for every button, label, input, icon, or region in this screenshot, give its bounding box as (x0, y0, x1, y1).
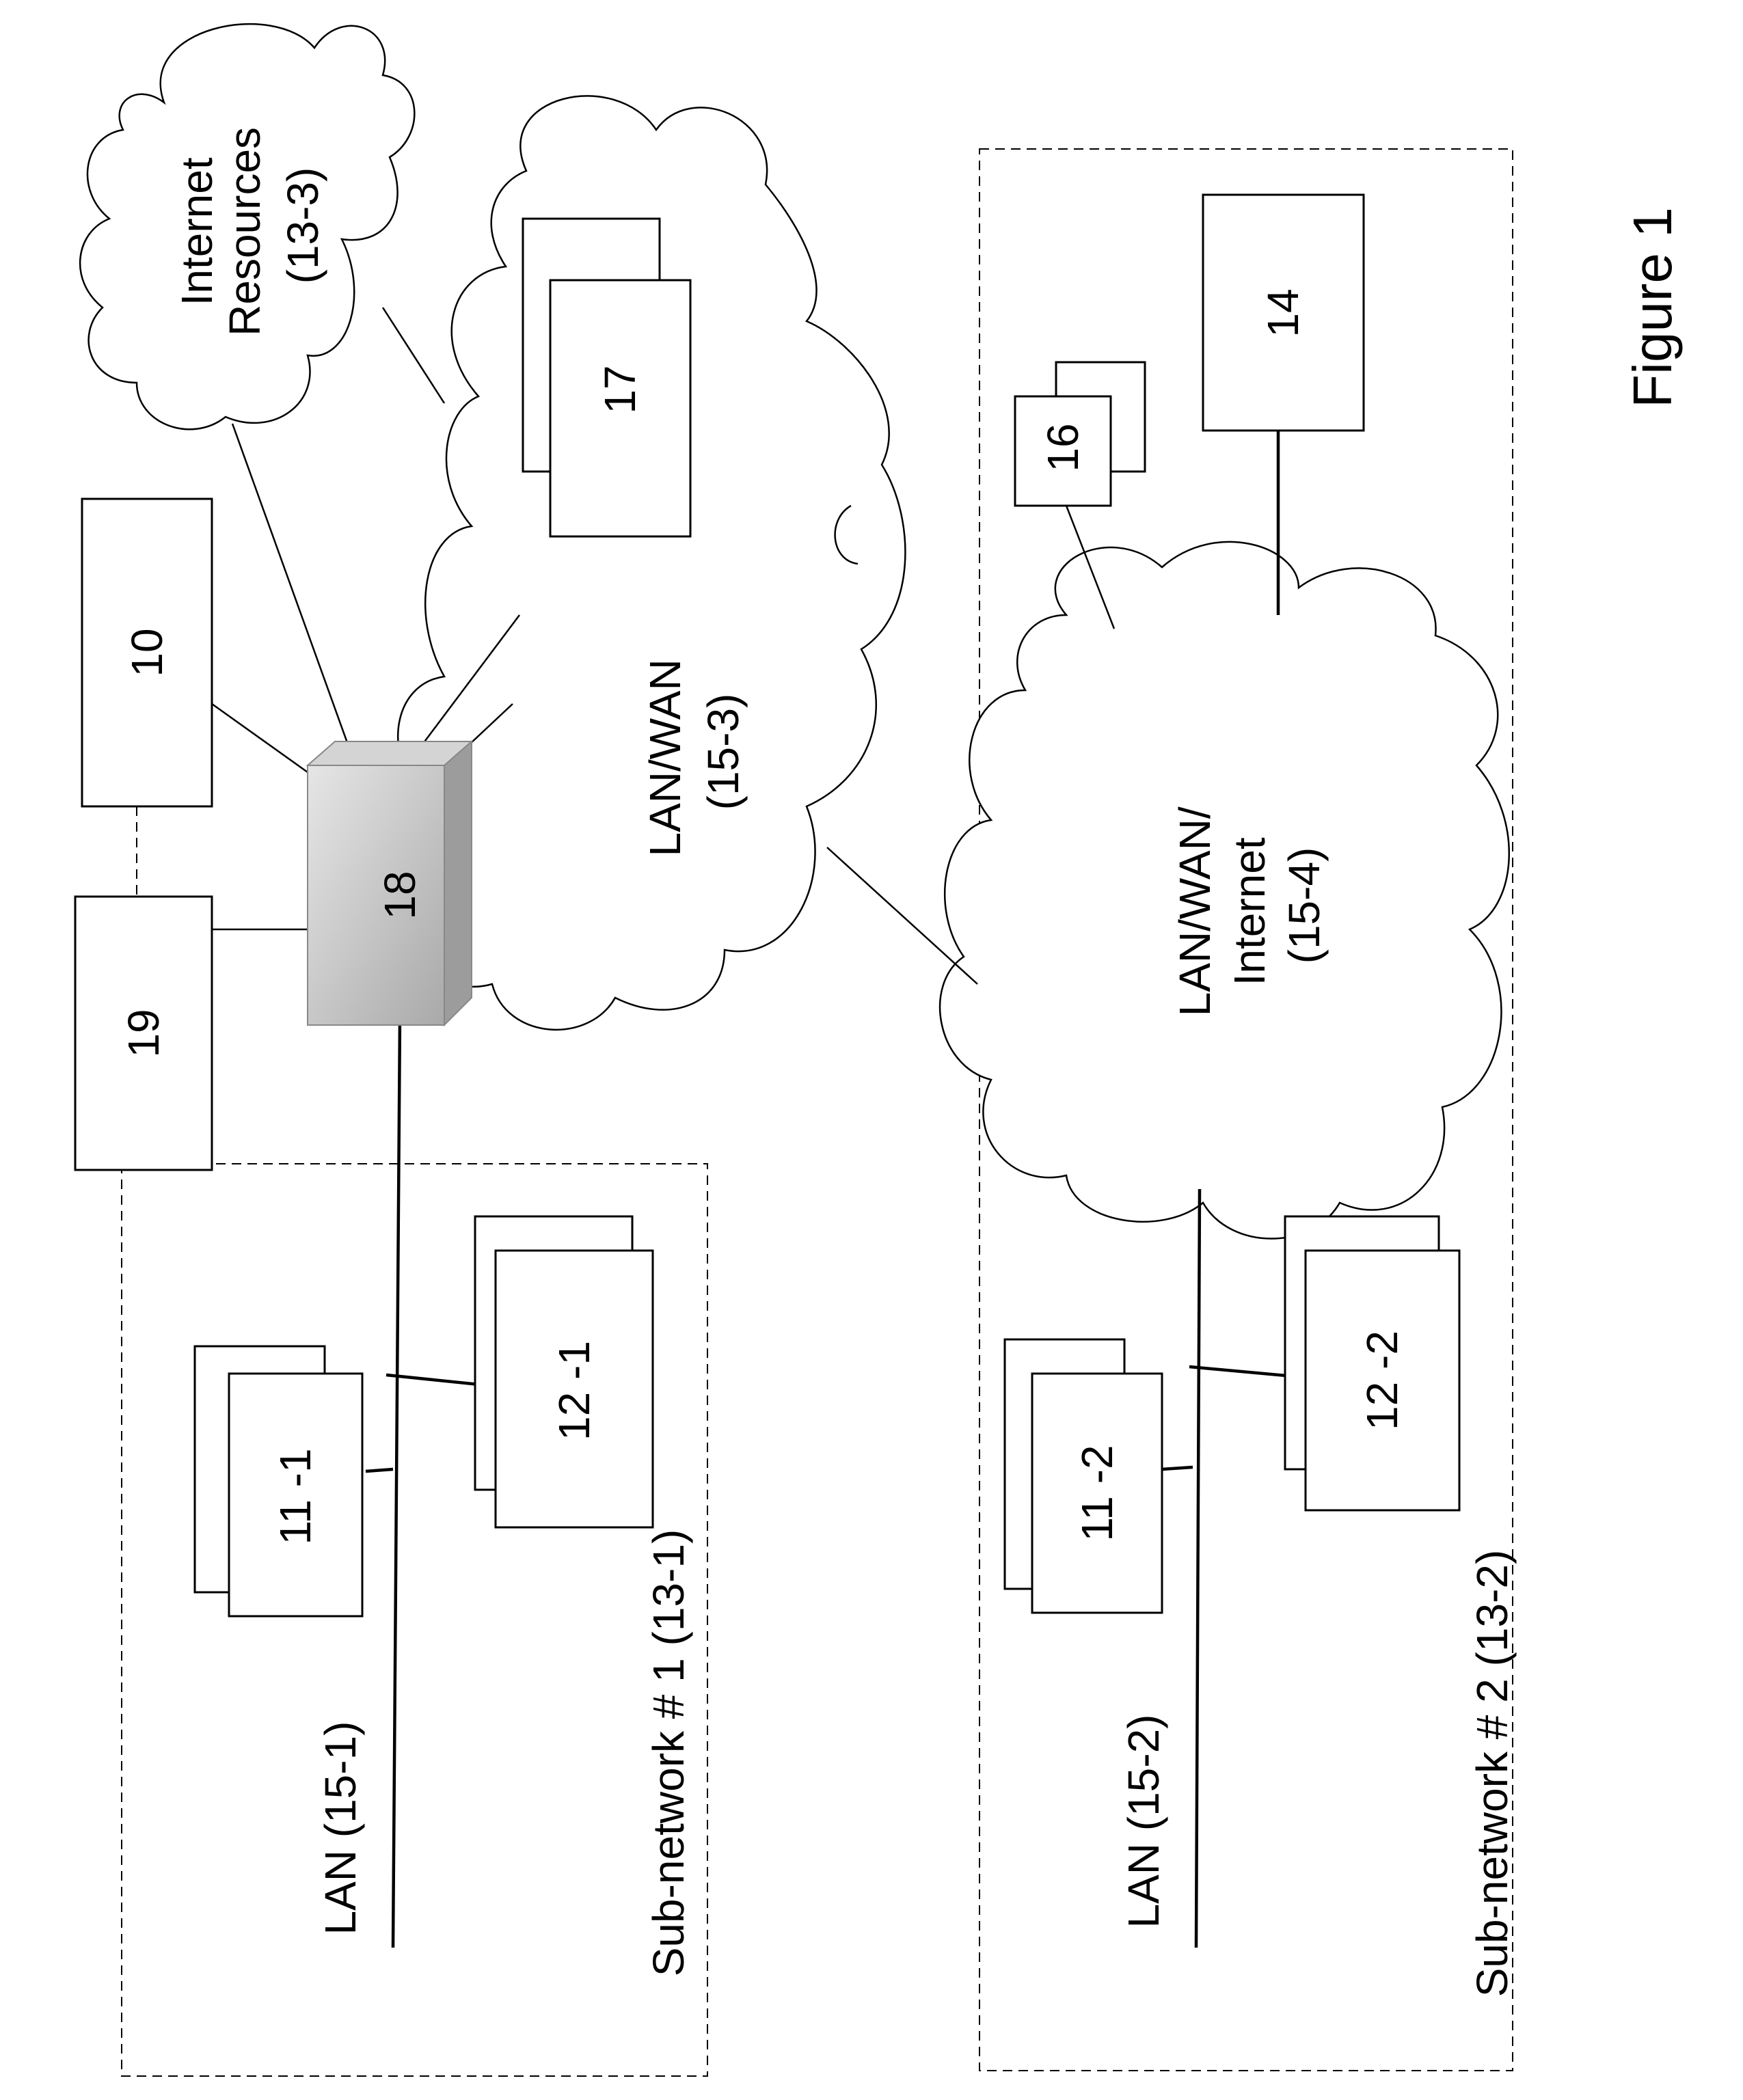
node-12-2-label: 12 -2 (1357, 1331, 1407, 1430)
node-12-1-label: 12 -1 (550, 1341, 599, 1441)
node-16-label: 16 (1038, 423, 1087, 472)
internet-resources-line-2: Resources (220, 127, 269, 336)
node-18-top-face (308, 741, 472, 765)
node-14-label: 14 (1258, 288, 1308, 337)
node-11-2-label: 11 -2 (1072, 1445, 1122, 1541)
lan-wan-internet-15-4-line-1: LAN/WAN/ (1170, 806, 1219, 1016)
internet-resources-line-1: Internet (172, 157, 221, 305)
node-11-1-label: 11 -1 (271, 1448, 320, 1544)
link-internet-lanwan (383, 308, 444, 403)
subnetwork-1-label: Sub-network # 1 (13-1) (644, 1529, 693, 1977)
node-17-label: 17 (595, 365, 645, 413)
lan-wan-internet-15-4-line-3: (15-4) (1280, 847, 1329, 964)
node-10-label: 10 (122, 628, 172, 677)
lan-15-1-bus (393, 1018, 400, 1948)
lan-15-2-label: LAN (15-2) (1119, 1715, 1168, 1928)
lan-15-1-label: LAN (15-1) (316, 1721, 365, 1935)
node-19-label: 19 (119, 1009, 168, 1057)
internet-resources-line-3: (13-3) (278, 167, 327, 284)
tap-11-1 (366, 1469, 393, 1471)
lan-wan-internet-15-4-line-2: Internet (1225, 837, 1274, 985)
lan-wan-15-3-line-2: (15-3) (699, 694, 748, 810)
figure-label: Figure 1 (1622, 207, 1683, 407)
tap-11-2 (1162, 1467, 1193, 1469)
link-10-18 (212, 704, 308, 772)
link-internet-18 (232, 424, 355, 765)
lan-15-2-bus (1196, 1189, 1200, 1948)
node-18-side-face (444, 741, 472, 1025)
lan-wan-15-3-line-1: LAN/WAN (640, 659, 690, 856)
node-18-label: 18 (375, 871, 424, 919)
subnetwork-2-label: Sub-network # 2 (13-2) (1468, 1550, 1517, 1997)
